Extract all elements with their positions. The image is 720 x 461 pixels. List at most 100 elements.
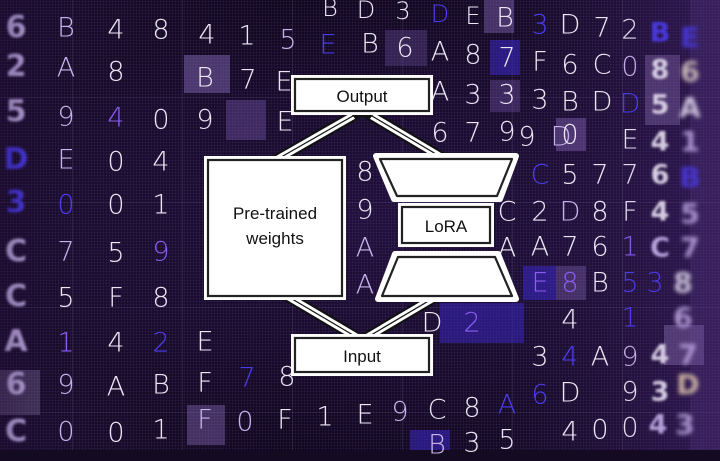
highlight-tile: [187, 405, 225, 445]
hex-character: C: [530, 159, 550, 191]
hex-character: 9: [196, 104, 214, 136]
edge-pretrained-to-output: [270, 107, 364, 166]
hex-character: E: [465, 2, 481, 30]
hex-character: 8: [463, 392, 481, 424]
hex-character: A: [591, 344, 609, 371]
output-node: Output: [291, 75, 433, 115]
highlight-tile: [184, 55, 230, 93]
hex-character: 8: [651, 57, 670, 84]
hex-character: 0: [57, 416, 75, 448]
highlight-tile: [556, 266, 586, 300]
hex-character: 8: [152, 282, 170, 314]
hex-character: A: [497, 232, 517, 264]
hex-character: 3: [464, 79, 482, 111]
pretrained-weights-node: Pre-trained weights: [204, 156, 346, 300]
hex-character: 6: [673, 304, 692, 332]
hex-character: C: [650, 235, 670, 262]
hex-character: 5: [6, 97, 27, 127]
hex-character: 6: [531, 379, 549, 411]
hex-character: 6: [431, 117, 449, 149]
hex-character: 0: [152, 104, 170, 136]
hex-character: 8: [356, 156, 374, 188]
lora-node: LoRA: [398, 203, 494, 247]
hex-character: C: [593, 52, 612, 79]
hex-character: 9: [518, 121, 536, 153]
hex-character: E: [621, 127, 638, 154]
hex-character: 9: [152, 236, 170, 268]
hex-character: 1: [152, 189, 170, 221]
hex-character: 8: [152, 14, 170, 46]
hex-character: 4: [649, 412, 668, 439]
hex-character: 9: [57, 101, 75, 133]
hex-character: C: [427, 394, 447, 426]
hex-character: 3: [395, 0, 411, 25]
highlight-tile: [490, 40, 520, 75]
hex-character: 4: [651, 129, 670, 156]
hex-character: 7: [593, 15, 610, 42]
hex-character: A: [430, 36, 450, 68]
hex-character: C: [5, 417, 27, 447]
pretrained-label-line1: Pre-trained: [233, 204, 317, 223]
highlight-tile: [0, 370, 40, 415]
hex-character: D: [430, 0, 450, 28]
hex-character: E: [356, 399, 374, 431]
hex-character: 5: [651, 92, 670, 119]
highlight-tile: [385, 30, 427, 66]
hex-character: 2: [6, 52, 27, 82]
hex-character: 9: [391, 396, 409, 428]
hex-character: 3: [531, 84, 549, 116]
highlight-tile: [556, 118, 586, 151]
hex-character: 8: [591, 199, 608, 226]
hex-character: 0: [236, 406, 254, 438]
hex-character: 5: [561, 159, 579, 191]
highlight-tile: [490, 80, 520, 112]
hex-character: B: [496, 2, 514, 34]
hex-character: B: [591, 270, 609, 297]
hex-character: B: [57, 12, 75, 44]
hex-character: 5: [621, 270, 638, 297]
hex-character: B: [196, 62, 214, 94]
hex-character: 4: [651, 199, 670, 226]
hex-character: E: [531, 267, 549, 299]
highlight-tile: [410, 430, 450, 450]
hex-character: 4: [561, 416, 579, 448]
hex-character: F: [277, 404, 293, 436]
hex-character: 3: [498, 79, 516, 111]
hex-character: 6: [680, 58, 699, 86]
hex-character: 6: [561, 49, 579, 81]
edge-lora-to-output: [361, 107, 452, 166]
hex-character: 5: [279, 24, 297, 56]
highlight-tile: [645, 55, 680, 125]
hex-character: 2: [531, 196, 549, 228]
hex-character: 8: [107, 56, 125, 88]
hex-character: 4: [561, 304, 579, 336]
hex-character: 0: [107, 417, 125, 449]
hex-character: 0: [591, 417, 608, 444]
input-label: Input: [343, 347, 381, 366]
hex-character: F: [197, 367, 213, 399]
input-node: Input: [291, 334, 433, 376]
hex-character: 1: [680, 128, 699, 156]
hex-character: A: [106, 371, 126, 403]
hex-character: 1: [152, 414, 170, 446]
hex-character: 7: [591, 162, 608, 189]
lora-diagram: Output Pre-trained weights LoRA: [204, 75, 519, 376]
hex-character: 6: [651, 162, 670, 189]
hex-character: B: [561, 86, 579, 118]
hex-character: D: [676, 371, 699, 399]
right-vignette: [600, 0, 720, 450]
hex-character: E: [275, 66, 293, 98]
edge-input-to-pretrained: [276, 287, 364, 344]
hex-character: A: [355, 232, 375, 264]
hex-character: D: [421, 307, 443, 339]
highlight-tile: [690, 0, 720, 450]
hex-character: 7: [57, 236, 75, 268]
hex-character: 9: [356, 194, 374, 226]
hex-character: 5: [107, 237, 125, 269]
hex-character: A: [679, 94, 701, 122]
hex-character: 7: [238, 362, 256, 394]
left-vignette: [0, 0, 60, 450]
hex-character: 3: [531, 9, 549, 41]
hex-character: 8: [464, 39, 482, 71]
hex-character: 2: [152, 327, 170, 359]
